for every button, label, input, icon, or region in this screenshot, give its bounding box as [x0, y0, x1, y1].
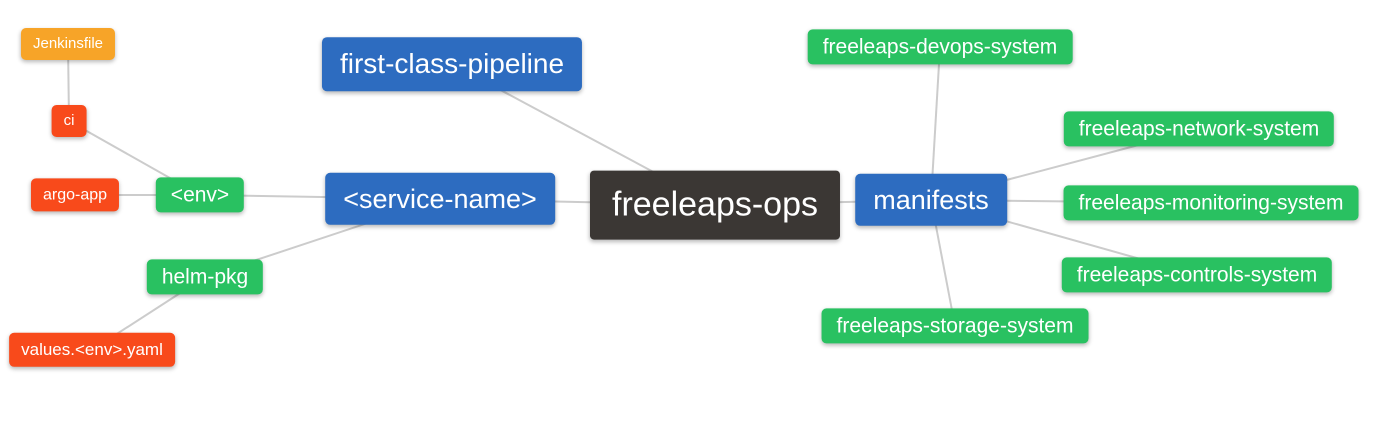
node-values-env-yaml[interactable]: values.<env>.yaml [9, 332, 175, 368]
node-freeleaps-monitoring-system[interactable]: freeleaps-monitoring-system [1063, 185, 1359, 221]
node-first-class-pipeline[interactable]: first-class-pipeline [321, 37, 583, 91]
node-service-name[interactable]: <service-name> [325, 172, 555, 226]
node-ci[interactable]: ci [51, 105, 87, 137]
node-freeleaps-devops-system[interactable]: freeleaps-devops-system [807, 29, 1073, 65]
node-freeleaps-ops[interactable]: freeleaps-ops [589, 170, 841, 240]
node-freeleaps-storage-system[interactable]: freeleaps-storage-system [821, 308, 1089, 344]
node-argo-app[interactable]: argo-app [30, 178, 120, 212]
node-env[interactable]: <env> [155, 177, 245, 213]
node-manifests[interactable]: manifests [855, 173, 1007, 227]
node-freeleaps-network-system[interactable]: freeleaps-network-system [1063, 111, 1335, 147]
node-helm-pkg[interactable]: helm-pkg [146, 259, 264, 295]
node-jenkinsfile[interactable]: Jenkinsfile [20, 28, 116, 60]
node-freeleaps-controls-system[interactable]: freeleaps-controls-system [1061, 257, 1333, 293]
